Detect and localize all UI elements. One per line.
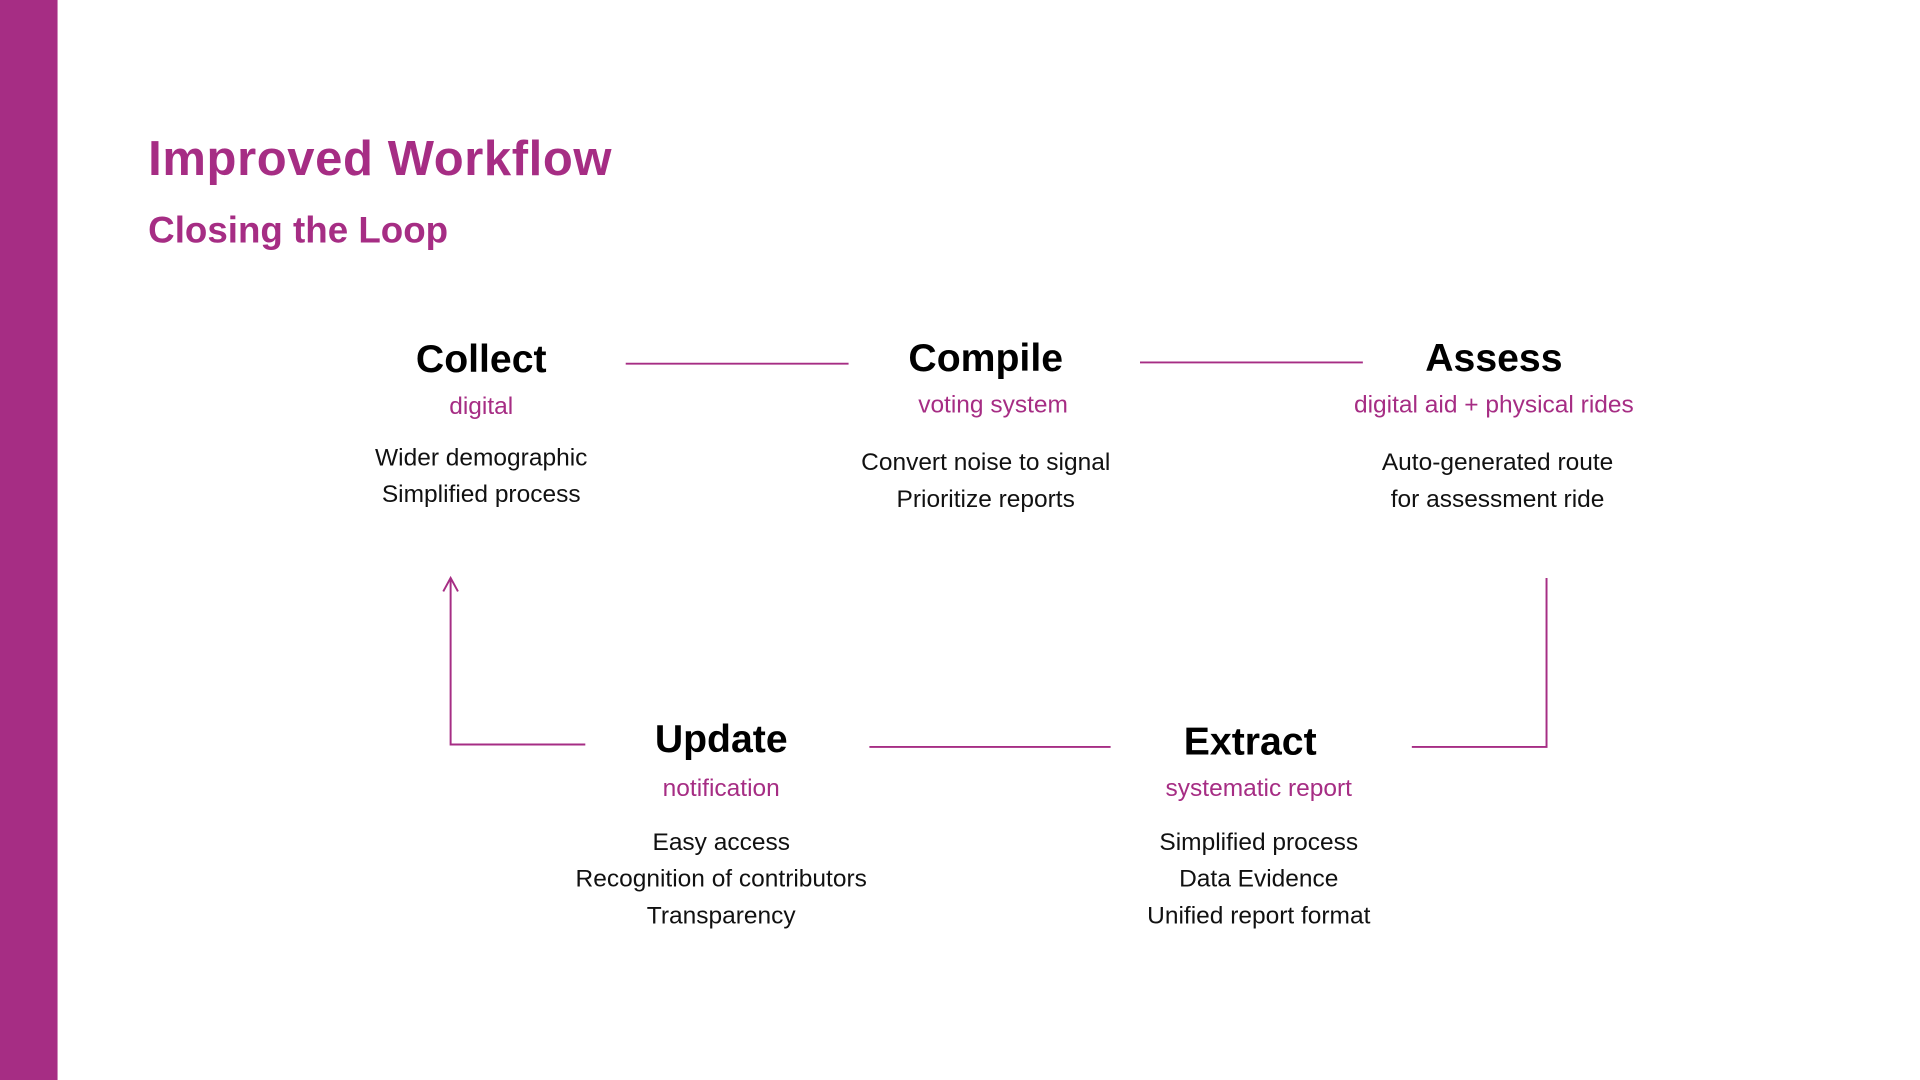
step-collect: Collect digital Wider demographic Simpli… <box>236 334 726 513</box>
step-point: Simplified process <box>381 481 581 509</box>
step-title: Assess <box>1425 335 1563 380</box>
accent-sidebar <box>0 0 58 1080</box>
connector-update-collect <box>449 579 586 746</box>
connector-assess-extract <box>1411 577 1548 748</box>
step-subtitle: voting system <box>918 391 1068 419</box>
page-subtitle: Closing the Loop <box>148 210 449 252</box>
step-point: Data Evidence <box>1179 865 1339 893</box>
step-update: Update notification Easy access Recognit… <box>476 714 966 934</box>
step-subtitle: systematic report <box>1165 775 1352 803</box>
step-title: Extract <box>1183 718 1317 763</box>
step-point: Easy access <box>652 828 790 856</box>
step-assess: Assess digital aid + physical rides Auto… <box>1249 333 1739 518</box>
step-point: Prioritize reports <box>896 486 1075 514</box>
step-point: Transparency <box>646 902 796 930</box>
step-title: Compile <box>908 335 1063 380</box>
step-title: Update <box>654 716 788 761</box>
step-extract: Extract systematic report Simplified pro… <box>1010 716 1500 934</box>
page-title: Improved Workflow <box>148 132 613 187</box>
step-compile: Compile voting system Convert noise to s… <box>741 333 1231 518</box>
step-subtitle: notification <box>662 775 780 803</box>
step-point: for assessment ride <box>1390 486 1605 514</box>
step-point: Convert noise to signal <box>861 449 1111 477</box>
step-point: Auto-generated route <box>1381 449 1614 477</box>
step-subtitle: digital aid + physical rides <box>1353 391 1634 419</box>
arrowhead-icon <box>442 575 459 592</box>
step-title: Collect <box>415 336 547 381</box>
step-point: Recognition of contributors <box>575 865 867 893</box>
step-point: Simplified process <box>1159 828 1359 856</box>
step-subtitle: digital <box>449 393 514 421</box>
step-point: Unified report format <box>1147 902 1371 930</box>
step-point: Wider demographic <box>375 444 588 472</box>
